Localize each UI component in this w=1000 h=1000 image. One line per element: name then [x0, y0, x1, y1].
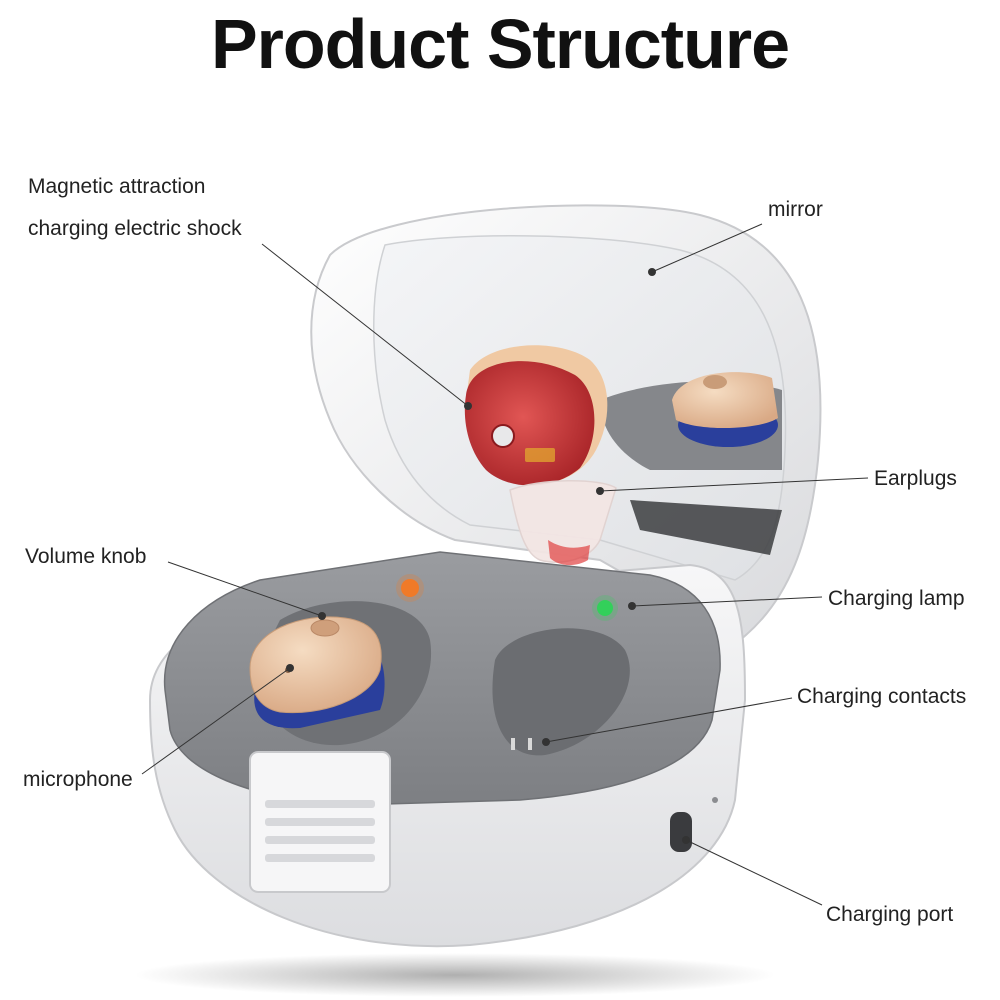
- leader-microphone: [141, 667, 291, 775]
- volume-knob-dial: [310, 619, 340, 637]
- leader-mirror: [651, 223, 763, 273]
- front-clasp: [249, 751, 391, 893]
- leader-earplugs: [599, 477, 869, 492]
- charging-port-slot: [670, 812, 692, 852]
- label-charging-port: Charging port: [826, 903, 954, 926]
- floor-shadow: [135, 953, 775, 997]
- label-microphone: microphone: [23, 768, 133, 791]
- charging-contact-pins: [511, 738, 532, 750]
- leader-magnetic: [261, 243, 469, 407]
- leader-contacts: [545, 697, 793, 743]
- label-volume-knob: Volume knob: [25, 545, 147, 568]
- hearing-aid-floating: [464, 345, 617, 566]
- charging-lamp-orange: [401, 579, 419, 597]
- leader-volume: [167, 561, 323, 617]
- leader-dots: [286, 268, 690, 844]
- hearing-aid-left: [249, 616, 385, 729]
- leader-port: [685, 839, 823, 906]
- label-mirror: mirror: [768, 198, 823, 221]
- label-earplugs: Earplugs: [874, 467, 957, 490]
- label-charging-contacts: Charging contacts: [797, 685, 967, 708]
- charging-lamp-green: [597, 600, 613, 616]
- right-cavity: [492, 628, 630, 756]
- label-magnetic-line1: Magnetic attraction: [28, 175, 206, 198]
- page-title: Product Structure: [210, 5, 790, 83]
- case-base: [148, 551, 747, 948]
- label-charging-lamp: Charging lamp: [828, 587, 965, 610]
- leader-lamp: [631, 596, 823, 607]
- label-magnetic-line2: charging electric shock: [28, 217, 242, 240]
- leader-lines: [141, 223, 869, 906]
